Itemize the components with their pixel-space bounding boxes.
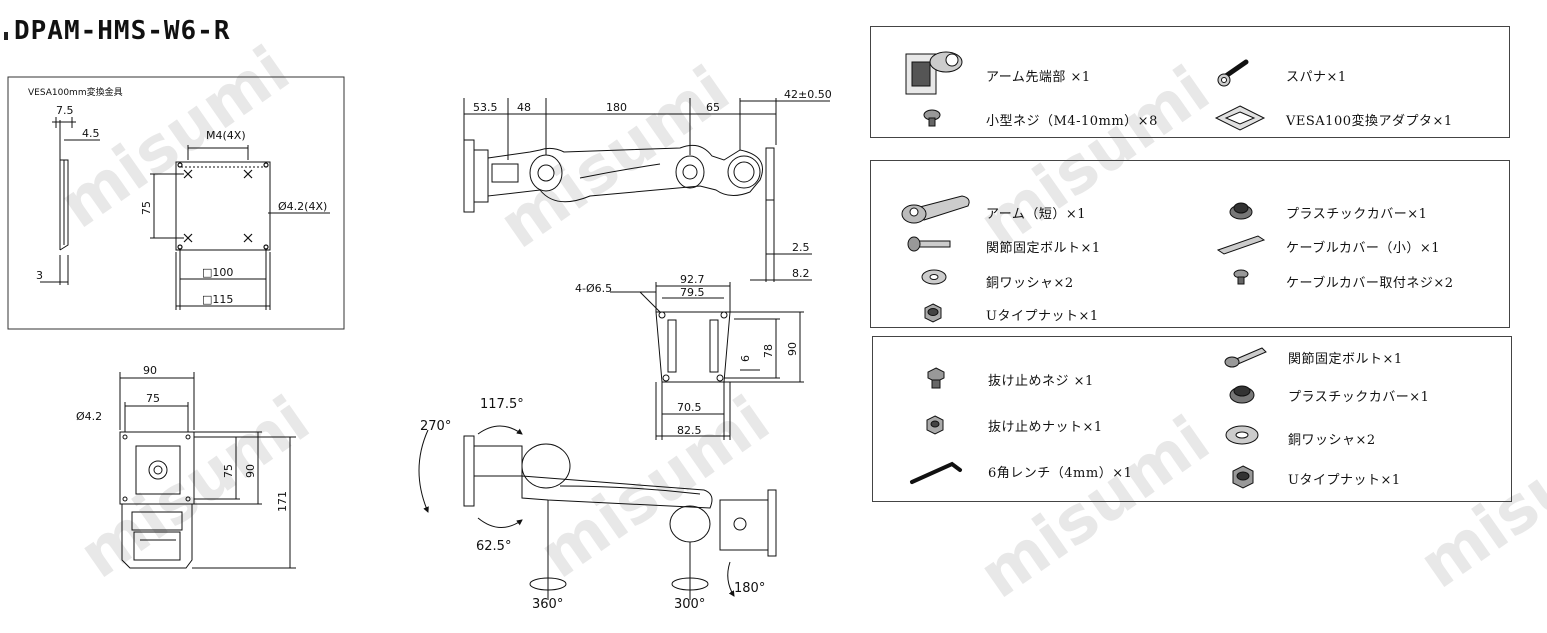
part-label: プラスチックカバー×1 — [1286, 207, 1428, 222]
dim-label: 90 — [786, 342, 799, 356]
part-label: 6角レンチ（4mm）×1 — [988, 466, 1133, 481]
angle-label: 300° — [674, 597, 705, 612]
part-label: スパナ×1 — [1286, 70, 1347, 85]
title-marker — [4, 32, 8, 40]
arm-side-view-drawing — [418, 425, 777, 600]
vesa-bracket-label: VESA100mm変換金具 — [28, 86, 123, 98]
dim-label: □100 — [202, 266, 233, 279]
stop-nut-icon — [926, 415, 944, 435]
dim-label: 7.5 — [56, 104, 74, 117]
part-label: VESA100変換アダプタ×1 — [1286, 114, 1453, 129]
part-label: Uタイプナット×1 — [1288, 473, 1401, 488]
dim-label: Ø4.2(4X) — [278, 200, 327, 213]
parts-box-3 — [872, 336, 1512, 502]
part-label: ケーブルカバー（小）×1 — [1286, 241, 1440, 256]
dim-label: 65 — [706, 101, 720, 114]
dim-label: 4.5 — [82, 127, 100, 140]
angle-label: 62.5° — [476, 539, 511, 554]
dim-label: 180 — [606, 101, 627, 114]
part-label: 関節固定ボルト×1 — [986, 241, 1101, 256]
dim-label: 75 — [140, 201, 153, 215]
dim-label: 92.7 — [680, 273, 705, 286]
dim-label: 75 — [146, 392, 160, 405]
part-label: 抜け止めナット×1 — [988, 420, 1103, 435]
angle-label: 270° — [420, 419, 451, 434]
part-label: プラスチックカバー×1 — [1288, 390, 1430, 405]
watermark: misumi — [527, 383, 783, 593]
dim-label: 75 — [222, 464, 235, 478]
vesa-adapter-icon — [1214, 105, 1266, 131]
arm-top-dimension-labels: 53.5 48 180 65 42±0.50 2.5 8.2 — [473, 88, 832, 280]
vesa-bracket-drawing — [7, 76, 345, 330]
arm-tip-icon — [905, 51, 963, 95]
cable-cover-icon — [1216, 235, 1266, 255]
part-label: アーム先端部 ×1 — [986, 70, 1091, 85]
spanner-icon — [1217, 59, 1249, 87]
joint-bolt-icon — [907, 236, 951, 252]
page-title: DPAM-HMS-W6-R — [14, 16, 231, 46]
dim-label: 3 — [36, 269, 43, 282]
plastic-cover-icon — [1229, 202, 1253, 220]
cable-cover-screw-icon — [1233, 269, 1249, 285]
washer-icon — [1225, 425, 1259, 445]
joint-bolt-icon — [1224, 347, 1267, 368]
plastic-cover-icon — [1229, 385, 1255, 404]
part-label: Uタイプナット×1 — [986, 309, 1099, 324]
part-label: 抜け止めネジ ×1 — [988, 374, 1094, 389]
dim-label: Ø4.2 — [76, 410, 102, 423]
dim-label: 8.2 — [792, 267, 810, 280]
mount-bracket-drawing — [610, 282, 804, 440]
part-label: 銅ワッシャ×2 — [986, 276, 1074, 291]
dim-label: 48 — [517, 101, 531, 114]
hex-wrench-icon — [910, 461, 962, 484]
dim-label: 90 — [143, 364, 157, 377]
dim-label: 2.5 — [792, 241, 810, 254]
base-plate-drawing — [119, 372, 296, 569]
vesa-dimension-labels: VESA100mm変換金具 7.5 4.5 3 M4(4X) 75 Ø4.2(4… — [28, 86, 327, 306]
short-arm-icon — [901, 195, 970, 224]
u-nut-icon — [1232, 465, 1254, 489]
dim-label: 70.5 — [677, 401, 702, 414]
washer-icon — [921, 269, 947, 285]
dim-label: 53.5 — [473, 101, 498, 114]
part-label: 小型ネジ（M4-10mm）×8 — [986, 114, 1158, 129]
bracket-dimension-labels: 4-Ø6.5 92.7 79.5 78 90 6 70.5 82.5 — [575, 273, 799, 437]
small-screw-icon — [923, 109, 941, 127]
parts-box-2 — [870, 160, 1510, 328]
watermark: misumi — [67, 383, 323, 593]
dim-label: 42±0.50 — [784, 88, 832, 101]
part-label: アーム（短）×1 — [986, 207, 1086, 222]
watermark: misumi — [487, 53, 743, 263]
base-dimension-labels: 90 75 Ø4.2 75 90 171 — [76, 364, 289, 512]
part-label: 銅ワッシャ×2 — [1288, 433, 1376, 448]
dim-label: 6 — [739, 355, 752, 362]
arm-top-view-drawing — [463, 98, 830, 282]
dim-label: 82.5 — [677, 424, 702, 437]
angle-label: 360° — [532, 597, 563, 612]
angle-label: 117.5° — [480, 397, 524, 412]
rotation-angle-labels: 270° 117.5° 62.5° 360° 300° 180° — [420, 397, 765, 612]
angle-label: 180° — [734, 581, 765, 596]
dim-label: 78 — [762, 344, 775, 358]
dim-label: 79.5 — [680, 286, 705, 299]
u-nut-icon — [924, 303, 942, 323]
parts-box-1 — [870, 26, 1510, 138]
dim-label: □115 — [202, 293, 233, 306]
part-label: ケーブルカバー取付ネジ×2 — [1286, 276, 1454, 291]
dim-label: 171 — [276, 491, 289, 512]
dim-label: M4(4X) — [206, 129, 246, 142]
stop-screw-icon — [927, 367, 945, 389]
part-label: 関節固定ボルト×1 — [1288, 352, 1403, 367]
dim-label: 90 — [244, 464, 257, 478]
dim-label: 4-Ø6.5 — [575, 282, 612, 295]
